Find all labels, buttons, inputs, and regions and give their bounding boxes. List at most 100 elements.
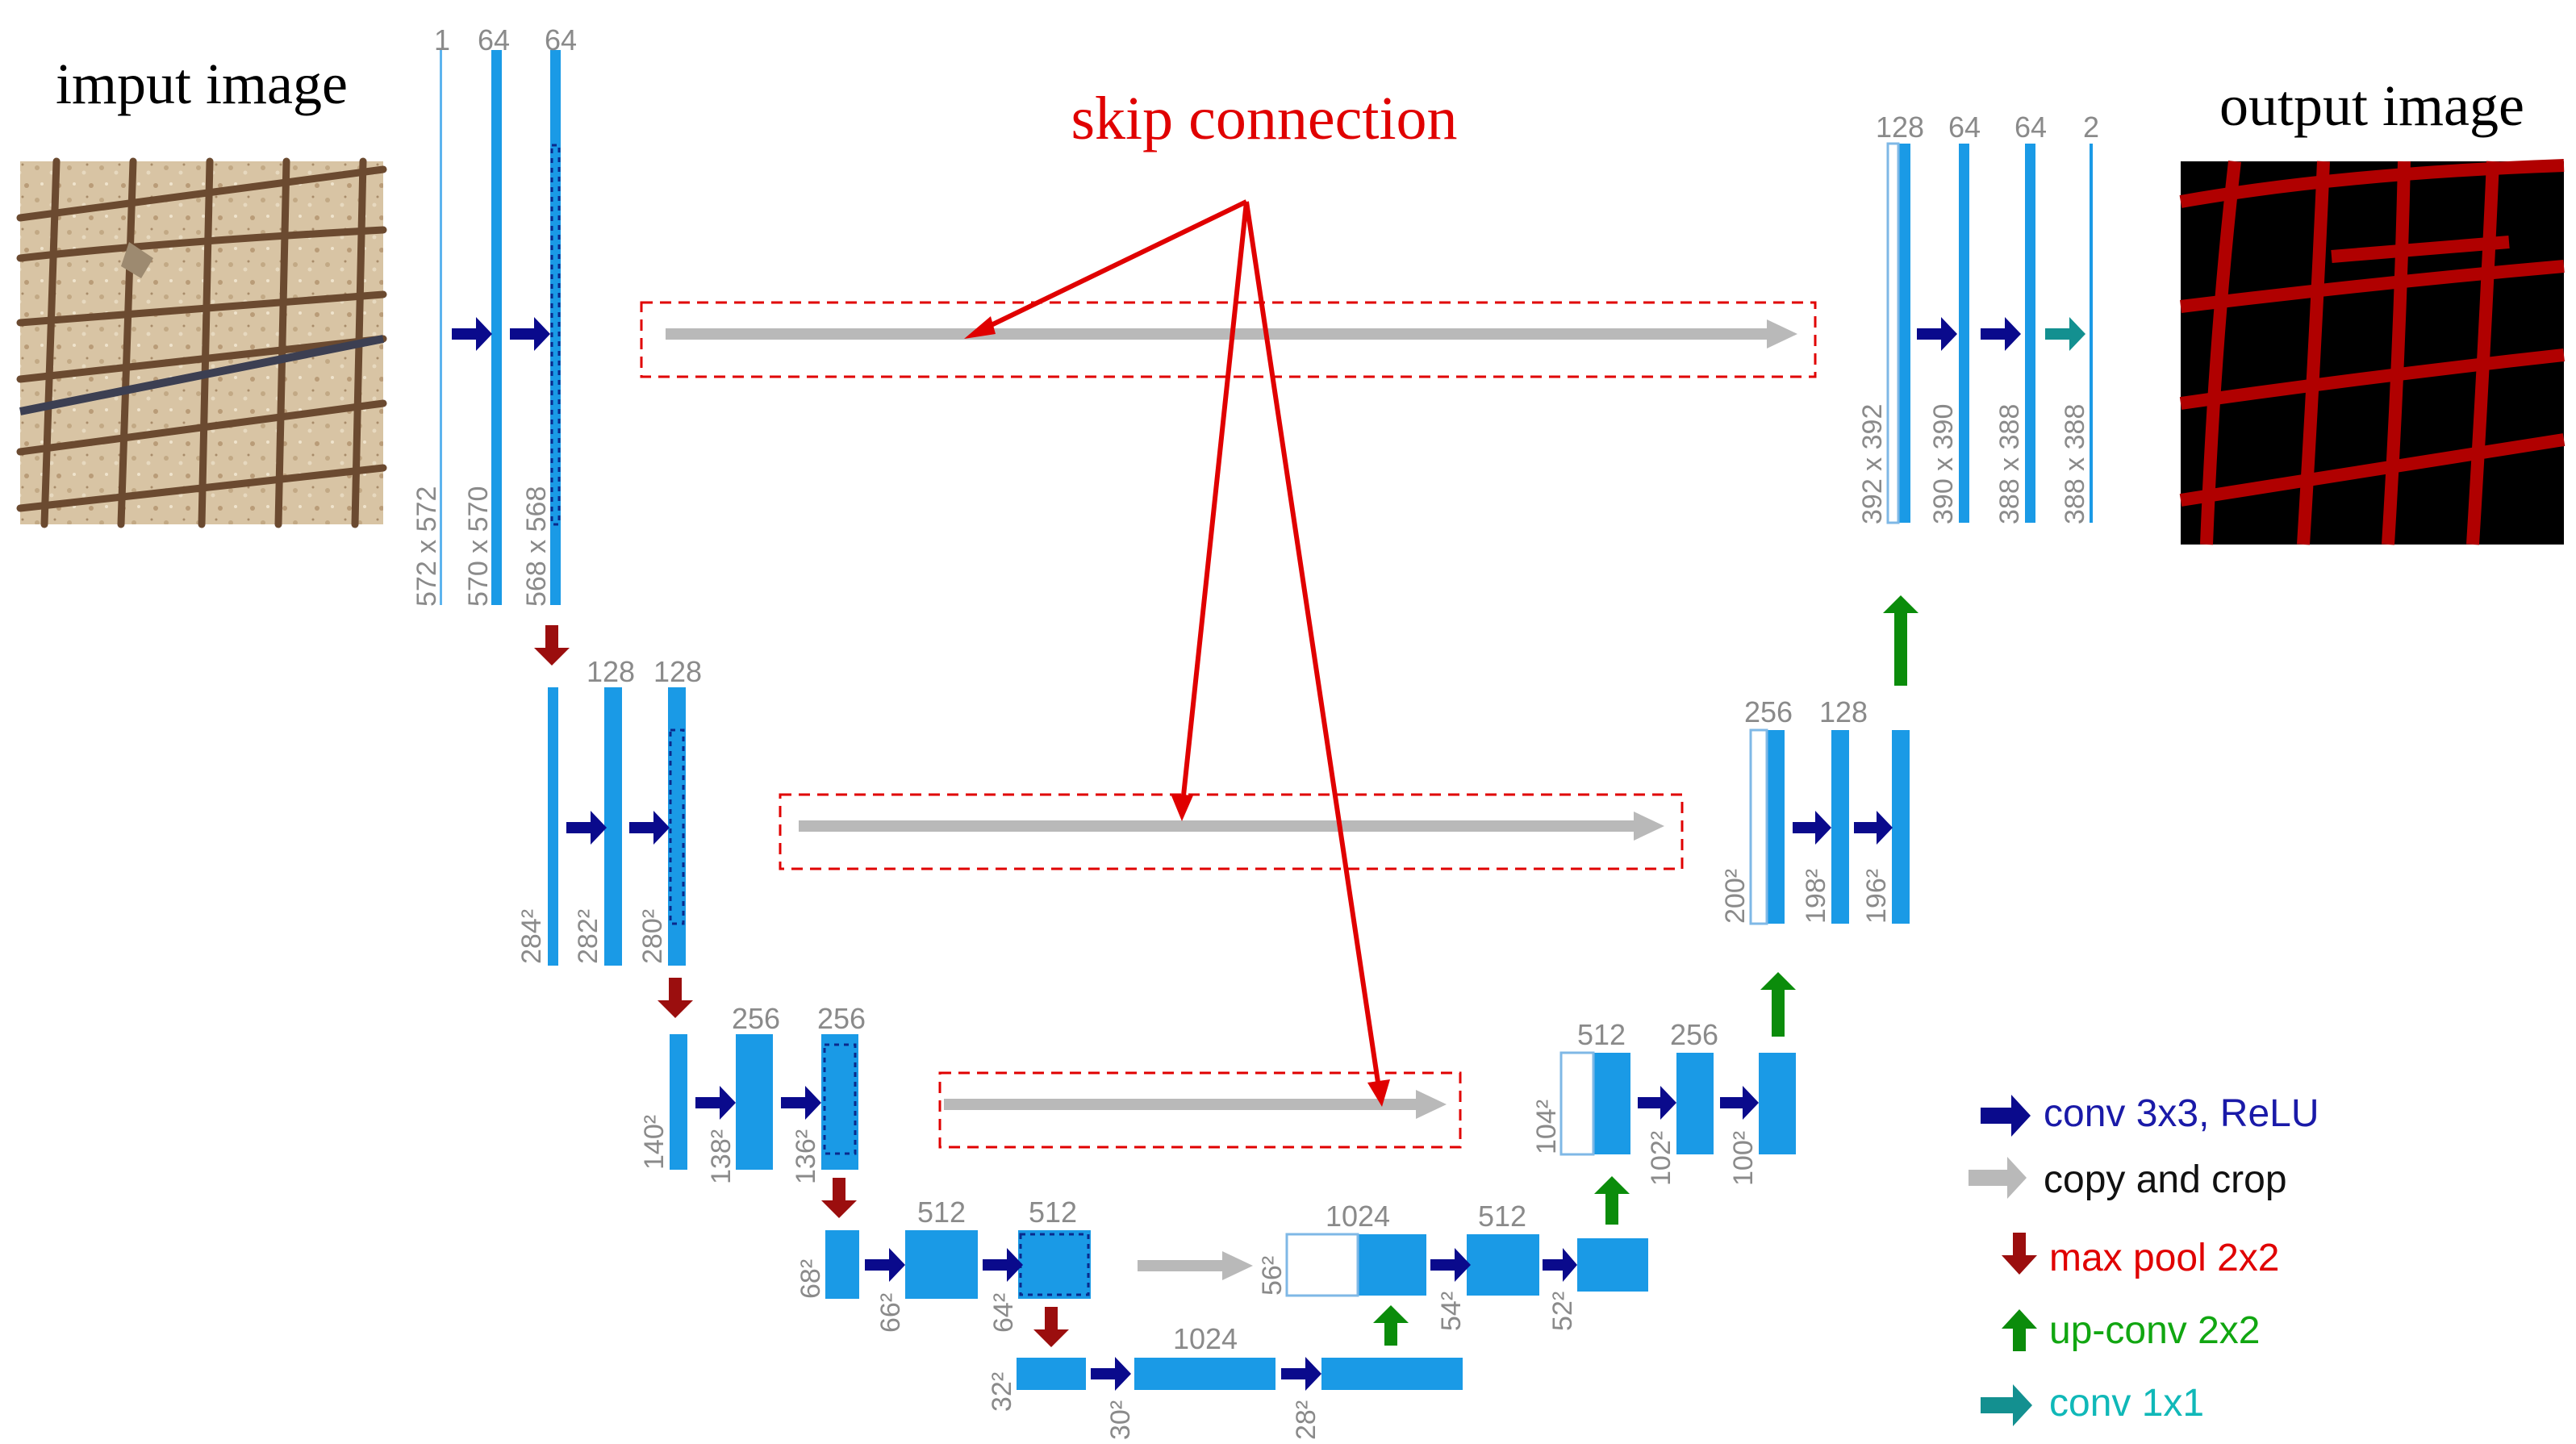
- channel-labels: 1 64 64 128 128 256 256 512 512 1024 102…: [434, 23, 2099, 1355]
- crop-l3: [823, 1043, 857, 1155]
- conv-arrow-u2-2: [1854, 811, 1893, 845]
- legend-conv1x1-icon: [1981, 1384, 2032, 1426]
- fm-u1-b: [1959, 144, 1969, 523]
- conv-arrow-l1-2: [510, 317, 550, 351]
- size-l4-a: 68²: [795, 1259, 826, 1299]
- fm-l1-input: [440, 50, 442, 605]
- size-l1-b: 570 x 570: [463, 486, 494, 607]
- copied-u2: [1749, 728, 1768, 925]
- fm-l2-b: [604, 687, 622, 966]
- copied-u3: [1559, 1051, 1595, 1156]
- fm-l2-c: [668, 687, 686, 966]
- fm-u4-c: [1577, 1238, 1648, 1292]
- upconv-arrow-4: [1883, 595, 1918, 686]
- skip-box-3: [938, 1071, 1462, 1149]
- fm-l5-a: [1017, 1358, 1086, 1390]
- copy-arrow-3-head: [1416, 1090, 1447, 1119]
- ch-u4-a: 1024: [1326, 1200, 1390, 1233]
- fm-u2-b: [1831, 730, 1849, 924]
- size-l3-c: 136²: [791, 1129, 821, 1184]
- fm-u2-a: [1767, 730, 1785, 924]
- fm-l3-c: [821, 1034, 858, 1170]
- fm-u3-a: [1593, 1053, 1630, 1154]
- legend: conv 3x3, ReLU copy and crop max pool 2x…: [1969, 1092, 2319, 1426]
- ch-u1-a: 128: [1876, 111, 1924, 144]
- conv-arrow-u2-1: [1793, 811, 1831, 845]
- size-l5-a: 32²: [987, 1372, 1017, 1412]
- fm-l4-c: [1018, 1230, 1091, 1299]
- copy-crop-arrows: [666, 319, 1797, 1280]
- upconv-arrows: [1373, 595, 1918, 1346]
- pool-arrow-4: [1033, 1307, 1069, 1347]
- legend-conv-label: conv 3x3, ReLU: [2044, 1092, 2319, 1135]
- fm-l5-b: [1134, 1358, 1275, 1390]
- ch-l4-b: 512: [1029, 1196, 1077, 1229]
- size-u4-c: 52²: [1547, 1292, 1578, 1331]
- copy-arrow-4-head: [1222, 1251, 1253, 1280]
- fm-u2-c: [1892, 730, 1910, 924]
- ch-u2-a: 256: [1744, 695, 1793, 728]
- fm-l5-c: [1321, 1358, 1463, 1390]
- fm-u3-c: [1759, 1053, 1796, 1154]
- ch-l1-b: 64: [545, 23, 577, 56]
- upconv-arrow-2: [1594, 1176, 1630, 1225]
- size-labels: 572 x 572 570 x 570 568 x 568 284² 282² …: [411, 404, 2090, 1440]
- crop-l2: [669, 728, 685, 925]
- skip-pointer-heads: [964, 316, 1390, 1107]
- feature-maps: [440, 50, 2093, 1390]
- skip-boxes: [640, 301, 1817, 1149]
- size-l5-b: 30²: [1105, 1400, 1136, 1440]
- fm-l3-a: [670, 1034, 687, 1170]
- output-image-title: output image: [2219, 73, 2524, 138]
- fm-l4-a: [825, 1230, 859, 1299]
- crop-l1: [550, 144, 561, 526]
- ch-u1-out: 2: [2083, 111, 2099, 144]
- size-u3-b: 102²: [1646, 1131, 1676, 1186]
- size-l3-a: 140²: [639, 1115, 670, 1170]
- size-u4-a: 56²: [1257, 1256, 1288, 1296]
- legend-upconv-label: up-conv 2x2: [2049, 1309, 2261, 1352]
- fm-l2-a: [548, 687, 558, 966]
- fm-l4-b: [905, 1230, 978, 1299]
- conv-arrow-u3-2: [1720, 1086, 1759, 1120]
- input-photo: [16, 157, 387, 528]
- pool-arrow-1: [534, 625, 570, 666]
- size-u2-b: 198²: [1801, 869, 1831, 924]
- legend-upconv-icon: [2002, 1309, 2037, 1351]
- legend-pool-icon: [2002, 1233, 2037, 1275]
- size-u3-a: 104²: [1531, 1100, 1562, 1154]
- pool-arrow-3: [821, 1178, 857, 1218]
- fm-u3-b: [1676, 1053, 1714, 1154]
- size-u2-c: 196²: [1861, 869, 1892, 924]
- conv-arrow-u1-2: [1981, 317, 2021, 351]
- conv-arrow-u4-1: [1430, 1248, 1471, 1282]
- pool-arrow-2: [658, 978, 693, 1018]
- fm-u1-a: [1898, 144, 1910, 523]
- upconv-arrow-3: [1760, 972, 1796, 1037]
- ch-l1-a: 64: [478, 23, 510, 56]
- ch-l3-b: 256: [817, 1002, 866, 1035]
- copied-maps: [1285, 142, 1900, 1297]
- copy-arrow-2-shaft: [799, 820, 1638, 832]
- conv-arrow-u3-1: [1638, 1086, 1676, 1120]
- ch-l2-a: 128: [587, 655, 635, 688]
- legend-copy-label: copy and crop: [2044, 1158, 2287, 1201]
- copy-arrow-1-shaft: [666, 328, 1771, 340]
- ch-l4-a: 512: [917, 1196, 966, 1229]
- copy-arrow-1-head: [1767, 319, 1797, 348]
- conv-arrow-l3-2: [781, 1086, 821, 1120]
- conv-arrow-l5-2: [1281, 1357, 1321, 1391]
- conv-arrow-l2-1: [566, 811, 607, 845]
- size-u4-b: 54²: [1436, 1292, 1467, 1331]
- fm-u4-b: [1467, 1234, 1539, 1296]
- size-u1-c: 388 x 388: [1994, 404, 2025, 524]
- copy-arrow-2-head: [1634, 812, 1664, 841]
- skip-connection-title: skip connection: [1071, 85, 1457, 152]
- conv-arrow-l5-1: [1091, 1357, 1131, 1391]
- skip-box-1: [640, 301, 1817, 378]
- skip-pointer-lines: [975, 199, 1382, 1094]
- copy-arrow-4-shaft: [1138, 1260, 1226, 1271]
- conv-arrow-l4-2: [983, 1248, 1023, 1282]
- size-u3-c: 100²: [1728, 1131, 1759, 1186]
